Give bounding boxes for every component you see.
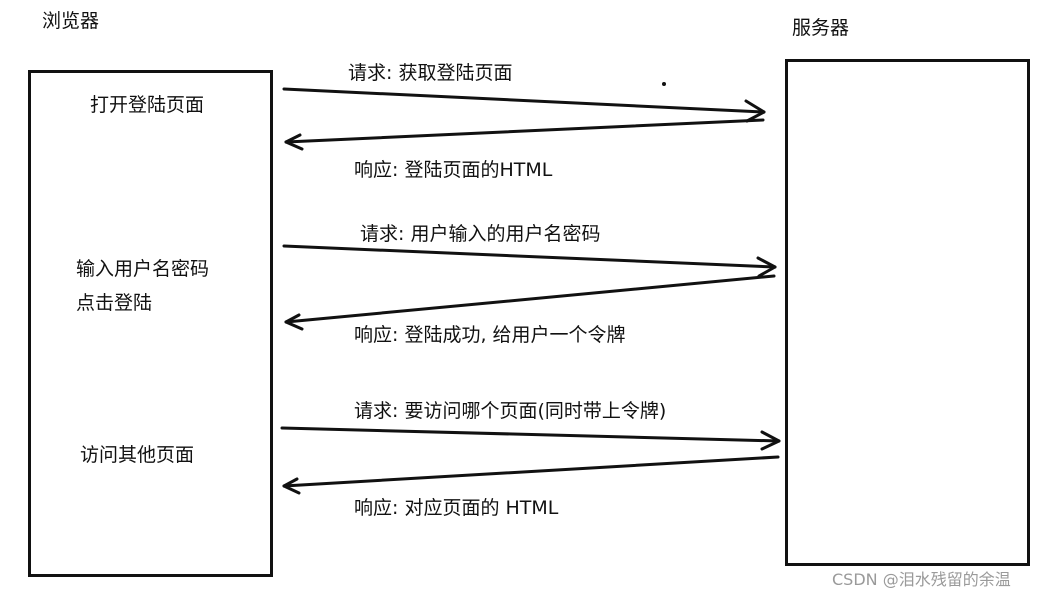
response-label-1: 响应: 登陆页面的HTML — [354, 159, 553, 181]
request-arrow-2 — [282, 244, 777, 269]
server-box — [785, 59, 1030, 566]
request-label-2: 请求: 用户输入的用户名密码 — [360, 223, 601, 245]
browser-box — [28, 70, 273, 577]
request-arrowhead-1 — [744, 99, 766, 123]
browser-title: 浏览器 — [42, 10, 100, 32]
server-title: 服务器 — [792, 17, 850, 39]
request-arrowhead-2 — [756, 256, 777, 278]
response-arrow-3 — [282, 455, 780, 488]
response-label-3: 响应: 对应页面的 HTML — [354, 497, 559, 519]
response-arrowhead-1 — [284, 133, 304, 151]
step-enter-credentials: 输入用户名密码 — [76, 258, 210, 280]
stray-dot — [662, 82, 666, 86]
response-arrowhead-2 — [284, 313, 304, 331]
response-arrowhead-3 — [282, 477, 301, 495]
request-label-1: 请求: 获取登陆页面 — [348, 62, 513, 84]
response-arrow-1 — [284, 118, 765, 144]
step-open-login-page: 打开登陆页面 — [90, 94, 205, 116]
csdn-watermark: CSDN @泪水残留的余温 — [832, 570, 1011, 589]
request-arrowhead-3 — [760, 430, 781, 451]
request-arrow-1 — [282, 87, 766, 114]
response-arrow-2 — [284, 274, 776, 324]
step-click-login: 点击登陆 — [76, 292, 153, 314]
request-label-3: 请求: 要访问哪个页面(同时带上令牌) — [354, 400, 667, 422]
request-arrow-3 — [280, 426, 781, 443]
step-visit-other-page: 访问其他页面 — [80, 444, 195, 466]
response-label-2: 响应: 登陆成功, 给用户一个令牌 — [354, 324, 626, 346]
